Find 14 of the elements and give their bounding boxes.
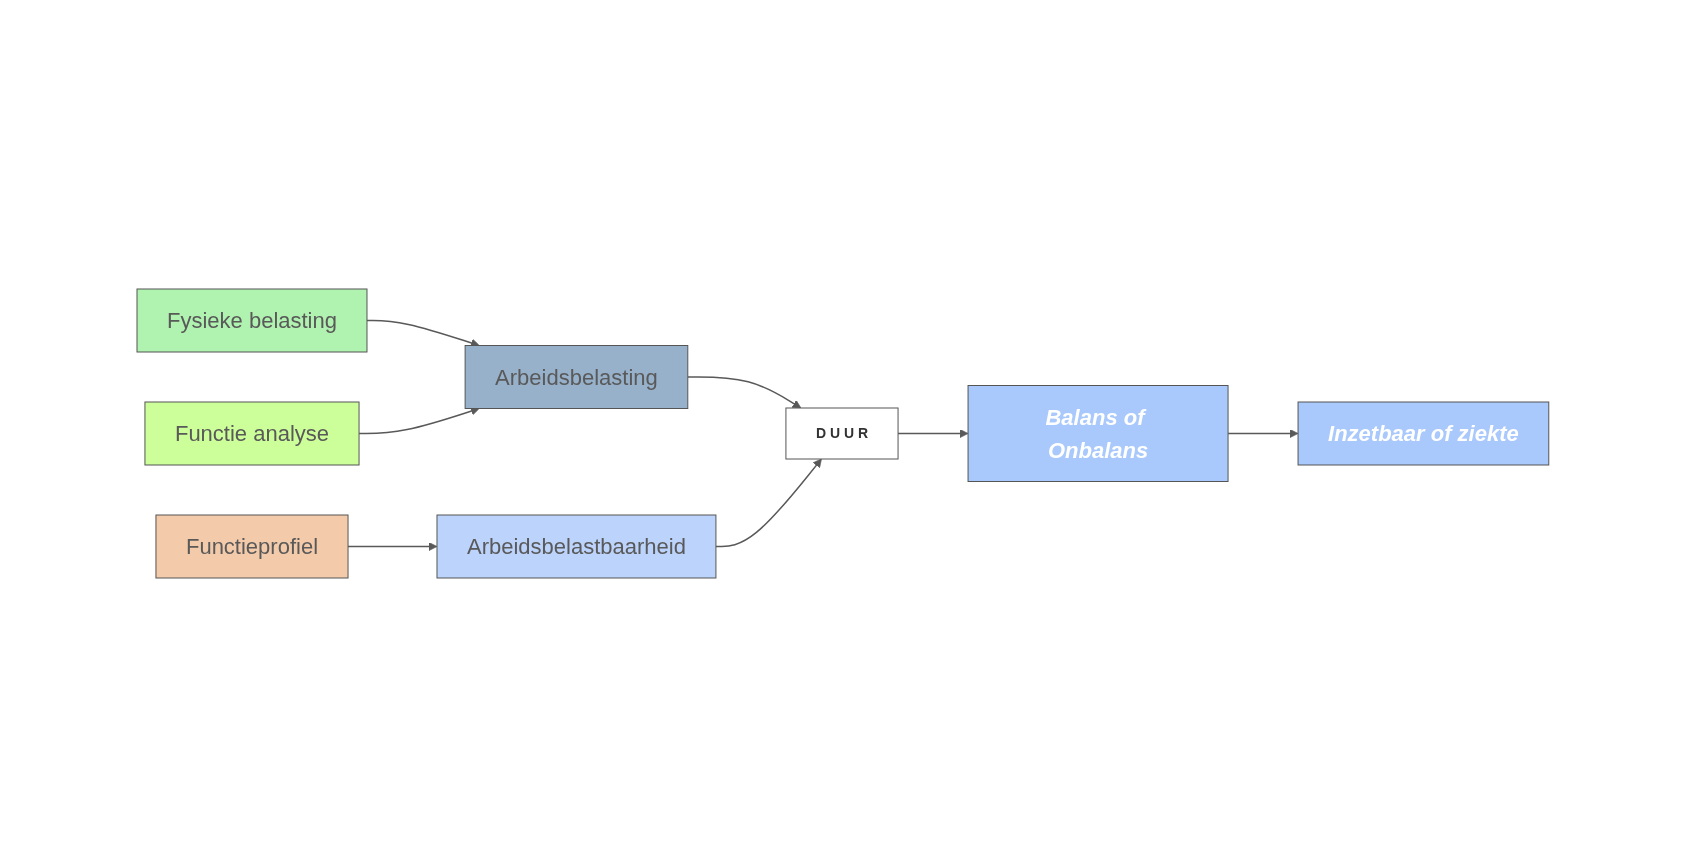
node-box: Fysieke belasting <box>136 288 368 352</box>
arrow <box>686 375 801 408</box>
node-box: Balans of Onbalans <box>967 384 1229 482</box>
node-box: Functieprofiel <box>155 514 349 578</box>
node-box: Inzetbaar of ziekte <box>1297 401 1549 465</box>
arrow <box>346 541 437 551</box>
node-box: D U U R <box>785 407 899 459</box>
node-box: Arbeidsbelastbaarheid <box>436 514 717 578</box>
arrow <box>714 458 822 547</box>
arrow <box>896 428 969 438</box>
node-box: Arbeidsbelasting <box>464 344 688 409</box>
arrow <box>1226 428 1299 438</box>
arrow <box>365 319 480 347</box>
node-box: Functie analyse <box>144 401 360 465</box>
